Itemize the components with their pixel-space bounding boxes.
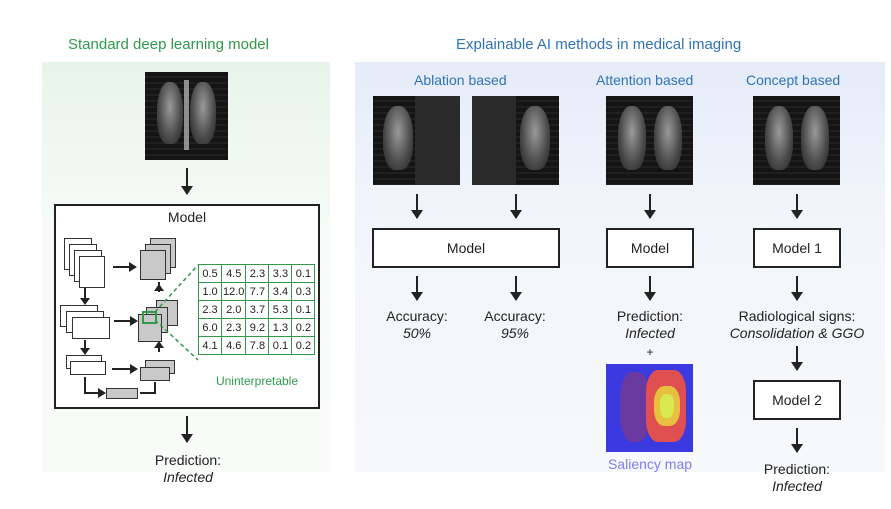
left-panel-title: Standard deep learning model [68,36,269,53]
saliency-map-label: Saliency map [607,456,693,472]
matrix-cell: 2.3 [245,264,270,283]
matrix-cell: 0.2 [291,336,316,355]
arrow-down-icon [791,276,803,301]
model-label: Model [167,209,207,225]
arrow-down-icon [510,276,522,301]
attention-title: Attention based [596,72,694,88]
matrix-cell: 6.0 [198,318,222,337]
attention-prediction-label: Prediction: [616,308,684,324]
matrix-cell: 1.3 [268,318,293,337]
arrow-down-icon [791,346,803,371]
matrix-cell: 2.3 [198,300,222,319]
right-panel-title: Explainable AI methods in medical imagin… [456,36,742,53]
matrix-cell: 3.3 [268,264,293,283]
ablation-model-box: Model [372,228,560,268]
matrix-cell: 9.2 [245,318,270,337]
matrix-cell: 0.5 [198,264,222,283]
matrix-cell: 7.7 [245,282,270,301]
matrix-cell: 0.3 [291,282,316,301]
matrix-cell: 2.0 [220,300,247,319]
matrix-cell: 7.8 [245,336,270,355]
zoom-connector-lines [154,264,199,361]
arrow-down-icon [411,194,423,219]
concept-model1-box: Model 1 [753,228,841,268]
ct-scan-image [145,72,228,160]
concept-title: Concept based [746,72,841,88]
matrix-cell: 1.0 [198,282,222,301]
prediction-value: Infected [163,469,213,485]
arrow-down-icon [644,194,656,219]
accuracy-value-2: 95% [500,325,530,341]
ablated-scan-right-masked [373,96,460,185]
matrix-cell: 5.3 [268,300,293,319]
matrix-cell: 0.2 [291,318,316,337]
arrow-down-icon [510,194,522,219]
plus-sign: + [646,345,654,359]
concept-prediction-label: Prediction: [763,461,831,477]
arrow-down-icon [791,194,803,219]
matrix-cell: 4.6 [220,336,247,355]
matrix-cell: 0.1 [291,264,316,283]
arrow-down-icon [411,276,423,301]
attention-model-box: Model [606,228,694,268]
concept-model2-box: Model 2 [753,380,841,420]
matrix-cell: 12.0 [220,282,247,301]
arrow-down-icon [181,168,193,195]
matrix-cell: 3.7 [245,300,270,319]
attention-ct-scan [606,96,693,185]
accuracy-label-2: Accuracy: [484,308,546,324]
attention-prediction-value: Infected [625,325,675,341]
accuracy-value-1: 50% [402,325,432,341]
ablated-scan-left-masked [472,96,559,185]
arrow-down-icon [791,428,803,453]
matrix-cell: 0.1 [291,300,316,319]
matrix-cell: 4.1 [198,336,222,355]
prediction-label: Prediction: [154,452,222,468]
arrow-down-icon [644,276,656,301]
matrix-cell: 3.4 [268,282,293,301]
uninterpretable-label: Uninterpretable [215,374,299,388]
matrix-cell: 0.1 [268,336,293,355]
saliency-map-image [606,364,693,452]
arrow-down-icon [181,416,193,443]
ablation-title: Ablation based [414,72,507,88]
concept-prediction-value: Infected [772,478,822,494]
matrix-cell: 4.5 [220,264,247,283]
accuracy-label-1: Accuracy: [386,308,448,324]
radiological-signs-label: Radiological signs: [738,308,856,324]
concept-ct-scan [753,96,840,185]
radiological-signs-value: Consolidation & GGO [729,325,865,341]
matrix-cell: 2.3 [220,318,247,337]
